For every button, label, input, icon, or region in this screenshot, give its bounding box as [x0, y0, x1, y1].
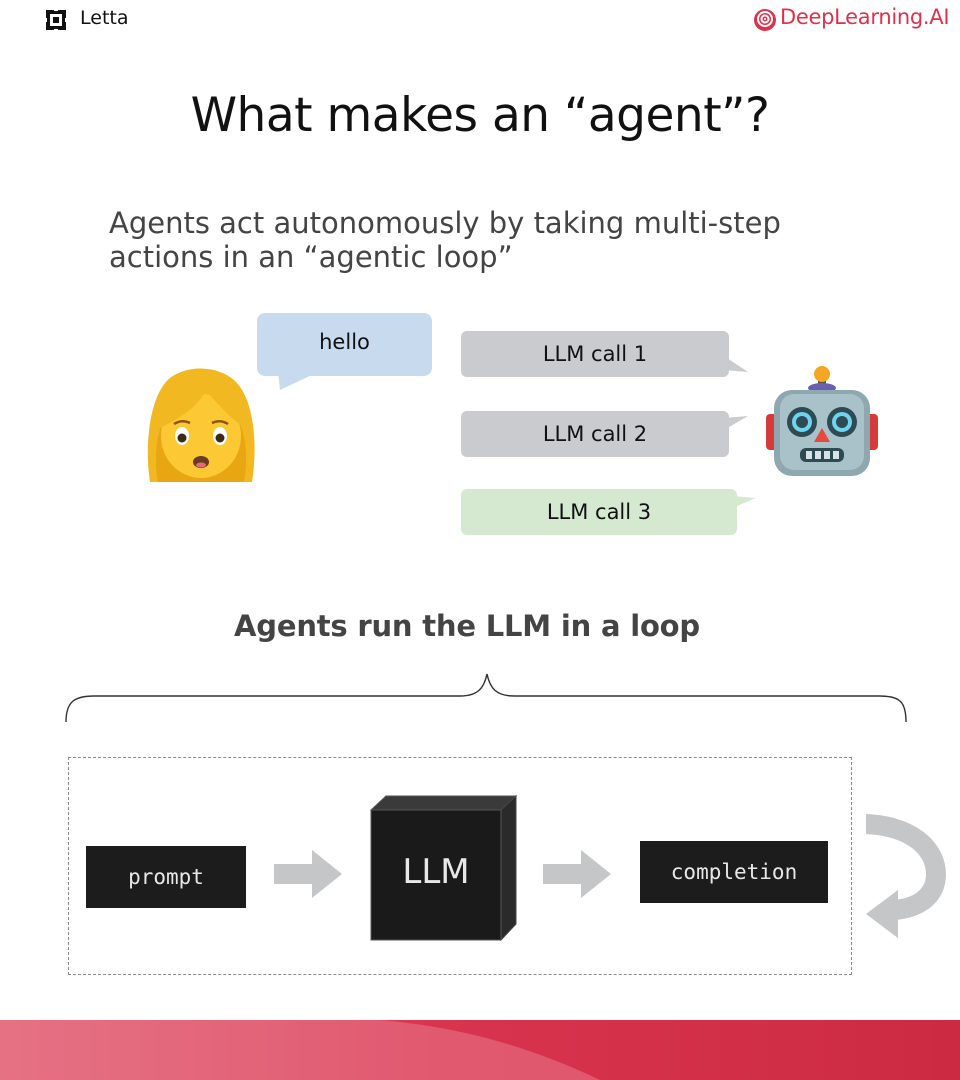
- deeplearning-brand: DeepLearning.AI: [780, 5, 950, 29]
- loop-back-arrow-icon: [866, 814, 946, 938]
- page-title: What makes an “agent”?: [190, 88, 770, 143]
- curly-brace: [65, 673, 907, 723]
- arrow-right-icon: [274, 850, 342, 898]
- robot-emoji-icon: [766, 366, 878, 476]
- llm-call-bubble-3: [461, 489, 737, 535]
- llm-cube: [369, 794, 518, 942]
- arrow-right-icon: [543, 850, 611, 898]
- prompt-label: prompt: [128, 865, 204, 889]
- llm-call-2-label: LLM call 2: [542, 422, 648, 446]
- deeplearning-logo-icon: [754, 9, 776, 31]
- user-bubble-tail: [278, 372, 318, 390]
- agent-loop-container: [68, 757, 852, 975]
- llm-model-label: LLM: [402, 852, 470, 892]
- user-message: hello: [319, 330, 370, 354]
- woman-emoji-icon: [147, 368, 255, 482]
- llm-call-1-label: LLM call 1: [542, 342, 648, 366]
- llm-call-bubble-2: [461, 411, 729, 457]
- llm-call-bubble-3-tail: [732, 496, 756, 508]
- loop-section-title: Agents run the LLM in a loop: [234, 609, 700, 643]
- user-speech-bubble: [257, 313, 432, 376]
- letta-brand: Letta: [80, 7, 129, 29]
- footer-wave: [0, 1020, 960, 1080]
- completion-label: completion: [670, 860, 798, 884]
- completion-box: completion: [640, 841, 828, 903]
- llm-call-bubble-1-tail: [724, 356, 748, 372]
- llm-call-bubble-1: [461, 331, 729, 377]
- llm-call-3-label: LLM call 3: [546, 500, 652, 524]
- subtitle: Agents act autonomously by taking multi-…: [109, 206, 781, 274]
- letta-logo-icon: [44, 8, 68, 32]
- prompt-box: prompt: [86, 846, 246, 908]
- llm-call-bubble-2-tail: [724, 416, 748, 430]
